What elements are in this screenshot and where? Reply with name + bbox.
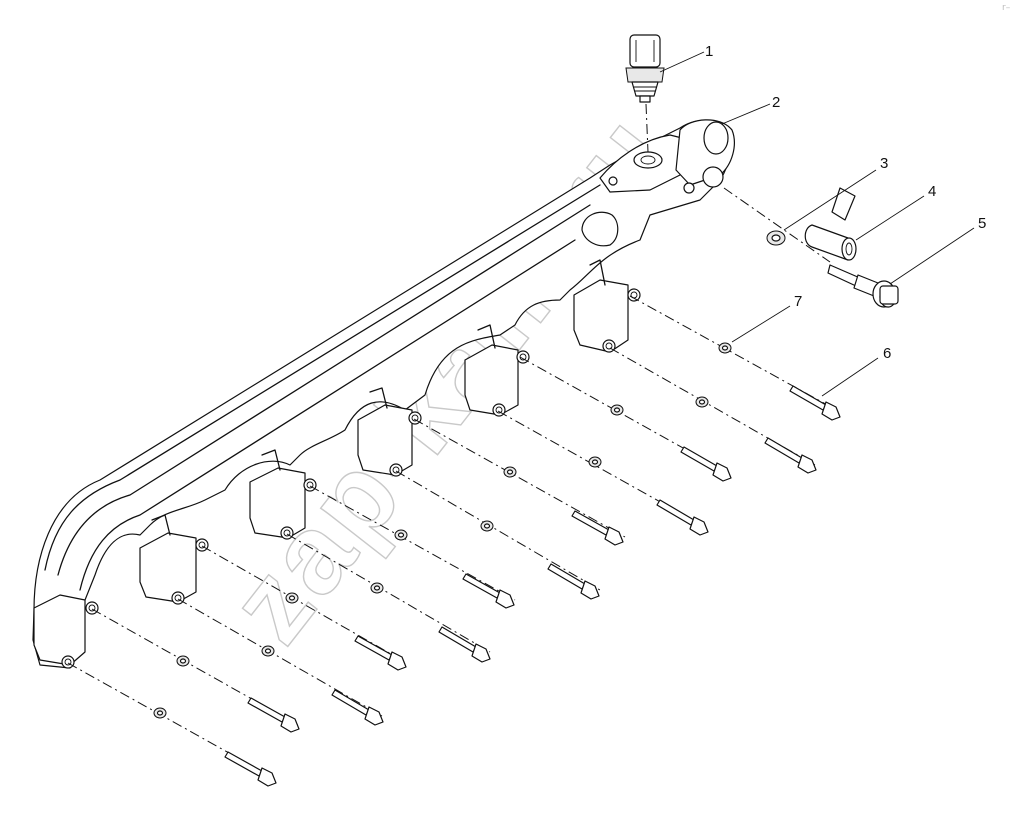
corner-mark: r– bbox=[1002, 3, 1011, 13]
callout-1-label: 1 bbox=[705, 43, 713, 60]
fitting-axis-line bbox=[723, 187, 831, 263]
washer bbox=[718, 342, 732, 354]
bolt bbox=[438, 626, 491, 663]
bolt bbox=[354, 635, 407, 671]
bolt bbox=[462, 573, 515, 609]
callout-2: 2 bbox=[721, 94, 780, 125]
temperature-sensor bbox=[827, 264, 899, 308]
bolt bbox=[680, 446, 732, 482]
washer bbox=[370, 582, 384, 594]
washer bbox=[394, 529, 408, 541]
washer bbox=[610, 404, 624, 416]
callout-7: 7 bbox=[731, 293, 802, 343]
washer bbox=[176, 655, 190, 667]
hose-fitting bbox=[804, 187, 857, 261]
washer bbox=[503, 466, 517, 478]
bolt bbox=[656, 499, 709, 536]
seal-ring bbox=[766, 230, 786, 246]
side-port bbox=[702, 166, 724, 188]
bolt bbox=[547, 563, 600, 600]
callout-1: 1 bbox=[659, 43, 713, 73]
callout-3-label: 3 bbox=[880, 155, 888, 172]
callout-7-label: 7 bbox=[794, 293, 802, 310]
sensor-axis-line bbox=[645, 103, 649, 153]
washer bbox=[588, 456, 602, 468]
callout-5: 5 bbox=[889, 215, 986, 285]
fuel-rail-manifold bbox=[32, 119, 735, 669]
washer bbox=[153, 707, 167, 719]
callout-6-label: 6 bbox=[883, 345, 891, 362]
manifold-ridge-top bbox=[44, 184, 601, 571]
washer bbox=[285, 592, 299, 604]
callout-4: 4 bbox=[855, 183, 936, 241]
callout-4-label: 4 bbox=[928, 183, 936, 200]
washer bbox=[695, 396, 709, 408]
callout-3: 3 bbox=[783, 155, 888, 231]
washer bbox=[261, 645, 275, 657]
bolt bbox=[789, 385, 841, 421]
pressure-sensor bbox=[625, 34, 665, 103]
bolt-and-washer-set bbox=[67, 295, 841, 787]
bolt bbox=[331, 689, 384, 726]
mounting-bosses bbox=[33, 259, 641, 669]
washer bbox=[480, 520, 494, 532]
bolt bbox=[247, 697, 300, 733]
callout-2-label: 2 bbox=[772, 94, 780, 111]
bolt bbox=[571, 510, 624, 546]
manifold-ridge-mid bbox=[57, 204, 591, 576]
bolt bbox=[224, 751, 277, 787]
callout-6: 6 bbox=[821, 345, 891, 397]
small-hole bbox=[608, 176, 618, 186]
callout-5-label: 5 bbox=[978, 215, 986, 232]
manifold-ridge-low bbox=[79, 239, 576, 591]
sensor-port bbox=[633, 151, 663, 169]
manifold-knob bbox=[581, 211, 619, 247]
bolt bbox=[764, 437, 817, 474]
